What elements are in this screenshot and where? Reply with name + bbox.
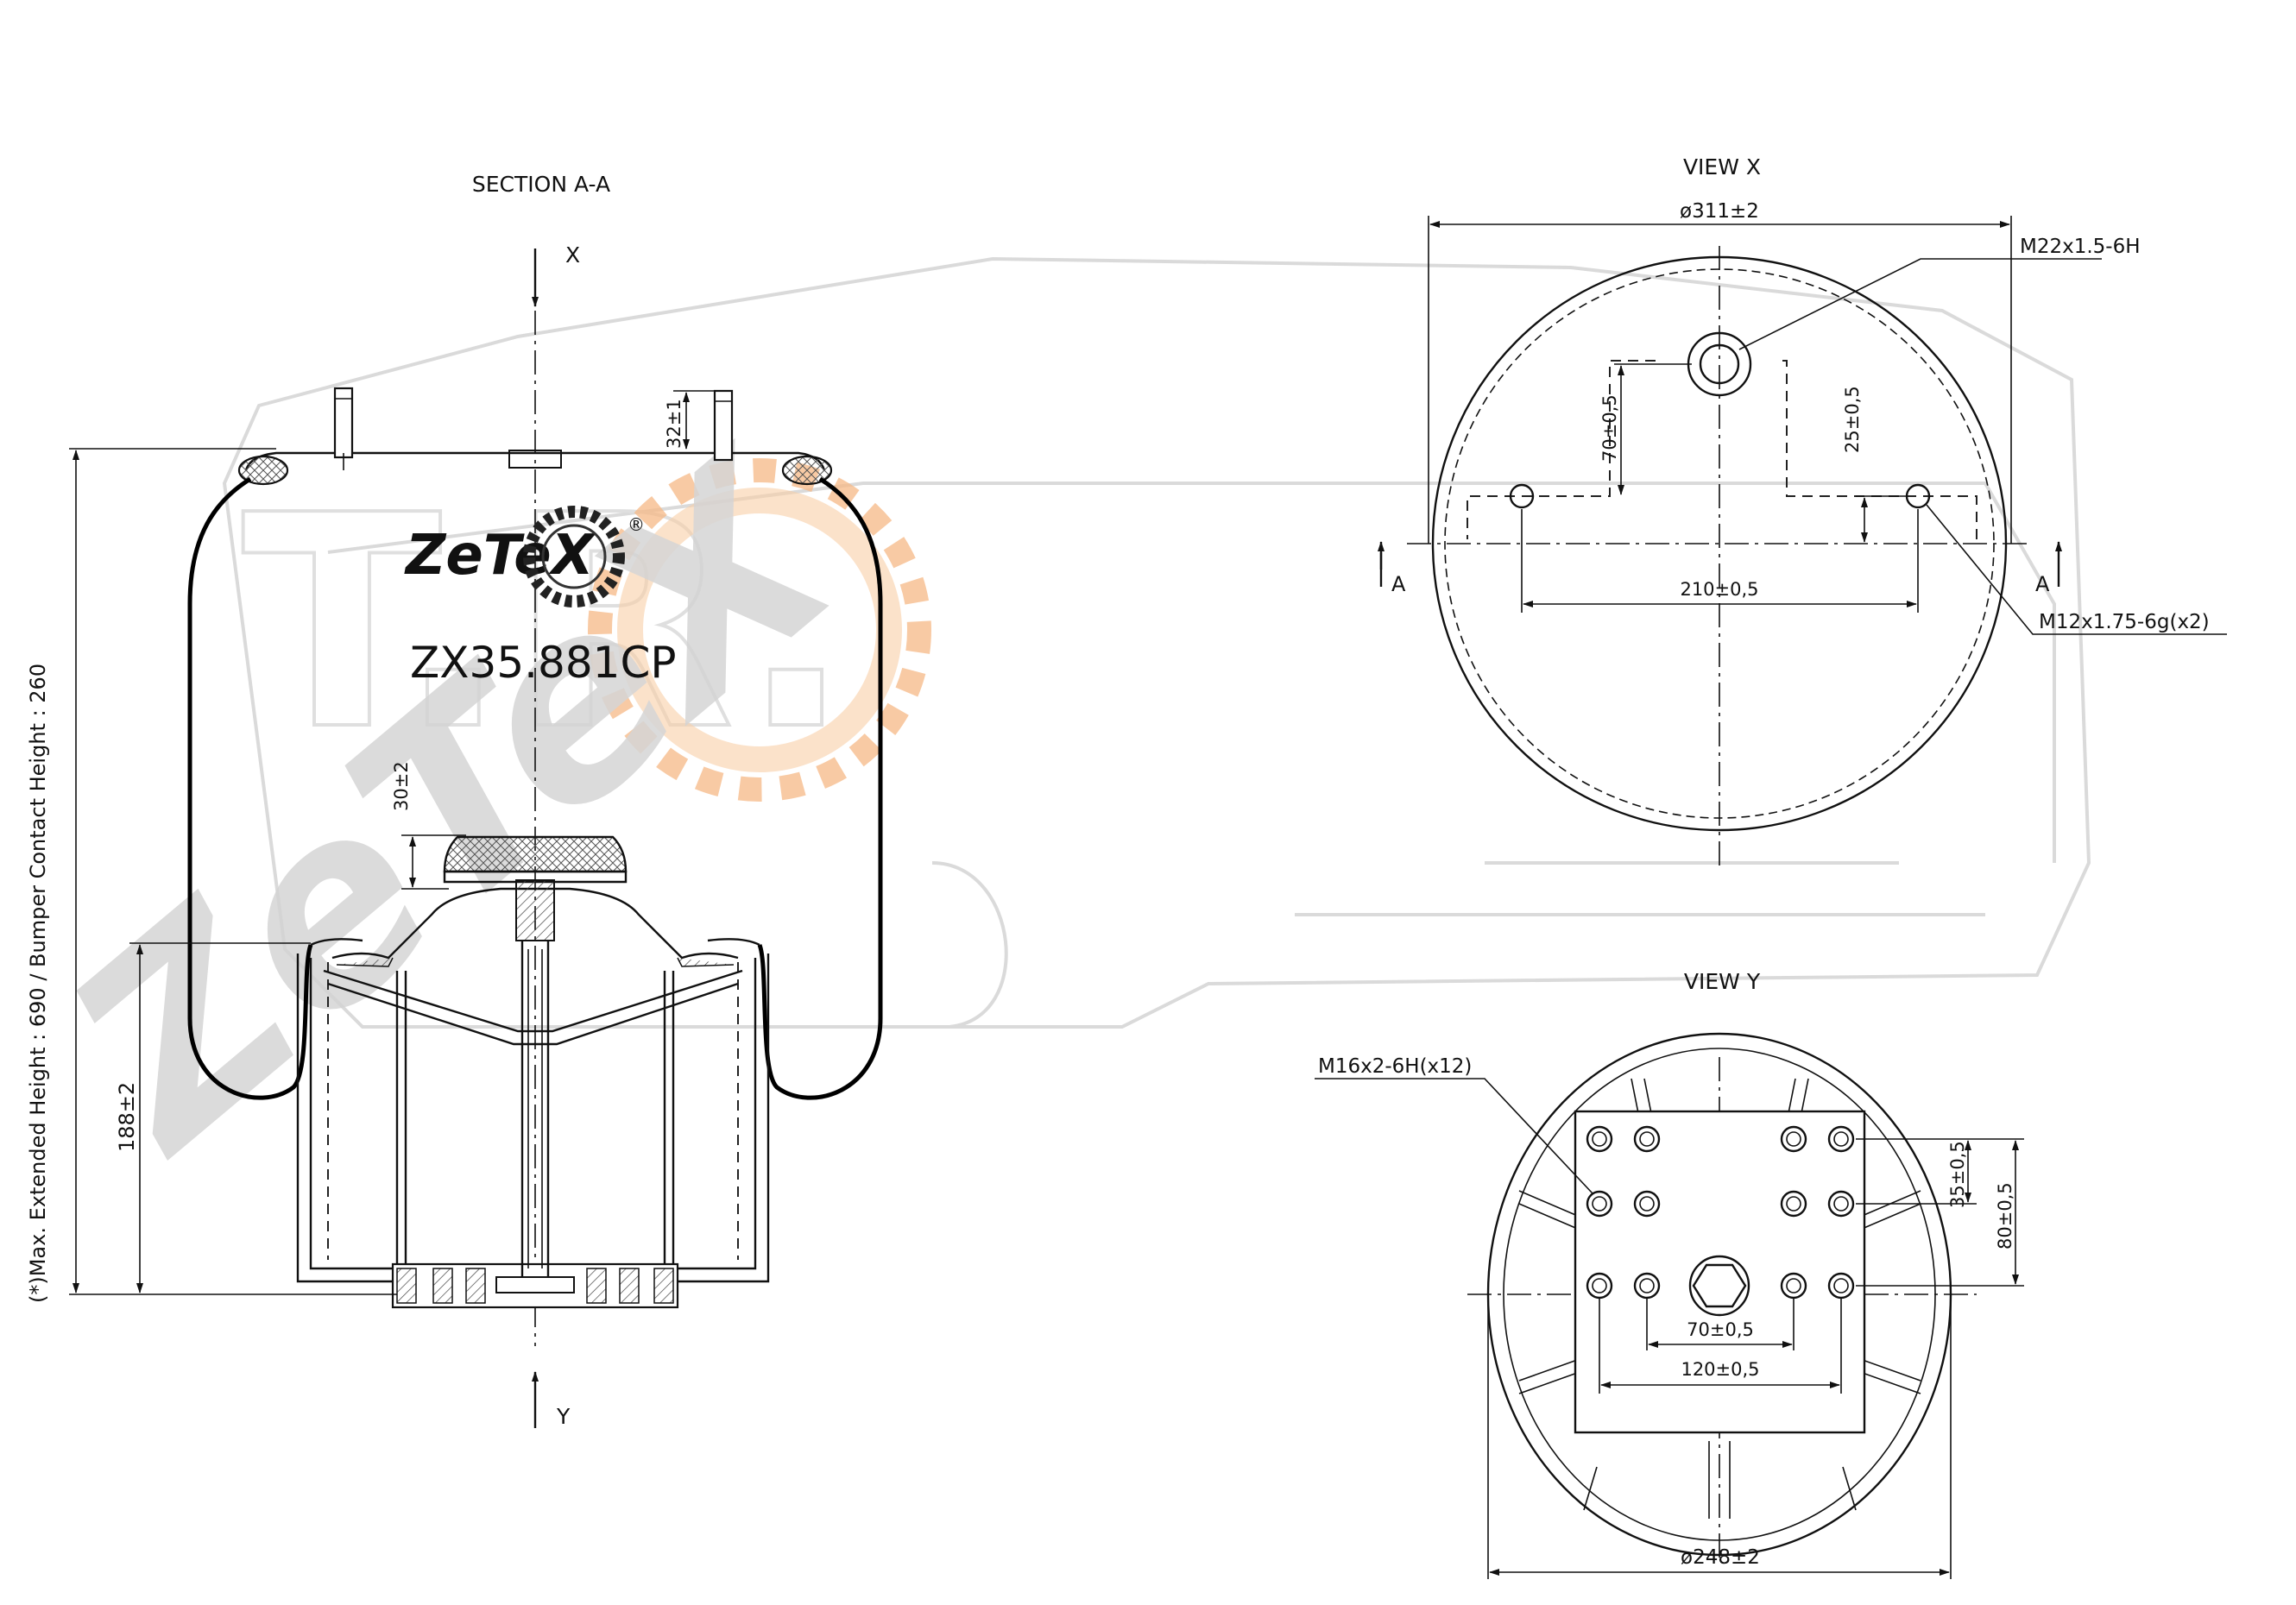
side-hole-left-icon — [1509, 483, 1535, 509]
dim-overall-height: (*)Max. Extended Height : 690 / Bumper C… — [26, 448, 397, 1303]
gear-watermark-icon — [588, 458, 931, 802]
view-y-thread-label: M16x2-6H(x12) — [1318, 1055, 1472, 1078]
dim-stud: 32±1 — [664, 390, 716, 450]
view-x-dim-210: 210±0,5 — [1680, 579, 1758, 600]
dim-stud-text: 32±1 — [664, 399, 684, 449]
registered-mark: ® — [628, 514, 645, 535]
view-y: VIEW Y — [1315, 969, 2024, 1579]
top-stud-right — [713, 389, 734, 462]
view-x: VIEW X ø311±2 M22x1.5-6H M12x1.75-6g(x2)… — [1378, 154, 2227, 872]
gear-icon — [523, 506, 625, 607]
center-bolt-icon — [1688, 1255, 1750, 1317]
section-a-a: SECTION A-A X Y — [26, 172, 883, 1429]
view-x-diameter: ø311±2 — [1680, 200, 1759, 223]
view-x-title: VIEW X — [1683, 154, 1761, 179]
section-a-left: A — [1391, 572, 1406, 596]
zetex-logo: ZeTeX ® — [404, 506, 645, 607]
piston — [296, 887, 770, 1309]
view-y-dim-70: 70±0,5 — [1687, 1319, 1754, 1340]
logo-text: ZeTeX — [404, 524, 596, 588]
view-y-dim-80: 80±0,5 — [1995, 1182, 2015, 1249]
view-y-dim-35: 35±0,5 — [1947, 1141, 1968, 1208]
section-title: SECTION A-A — [472, 172, 610, 197]
bellow-left — [187, 476, 313, 1100]
center-port-icon — [1699, 343, 1740, 385]
bumper — [443, 835, 628, 1277]
dim-height-text: (*)Max. Extended Height : 690 / Bumper C… — [26, 664, 50, 1303]
thread-side-label: M12x1.75-6g(x2) — [2039, 611, 2210, 633]
arrow-x-label: X — [565, 242, 580, 268]
watermark: T.R. ZeTeX — [12, 256, 2091, 1208]
bellow-right — [757, 476, 883, 1100]
arrow-y-label: Y — [556, 1404, 571, 1429]
section-a-right: A — [2035, 572, 2050, 596]
dim-bumper-text: 30±2 — [391, 761, 412, 811]
dim-piston-text: 188±2 — [115, 1082, 139, 1152]
dim-bumper: 30±2 — [391, 761, 466, 890]
mounting-holes — [1586, 1125, 1855, 1317]
part-number: ZX35.881CP — [410, 638, 677, 688]
mounting-plate — [1574, 1110, 1866, 1434]
view-y-dim-120: 120±0,5 — [1681, 1359, 1759, 1380]
view-x-dim-70: 70±0,5 — [1599, 394, 1620, 462]
view-y-diameter: ø248±2 — [1681, 1546, 1760, 1569]
view-y-title: VIEW Y — [1684, 969, 1761, 994]
thread-center-label: M22x1.5-6H — [2020, 236, 2141, 258]
top-stud-left — [333, 387, 354, 470]
view-x-dim-25: 25±0,5 — [1842, 386, 1863, 453]
dim-piston: 188±2 — [115, 942, 311, 1293]
